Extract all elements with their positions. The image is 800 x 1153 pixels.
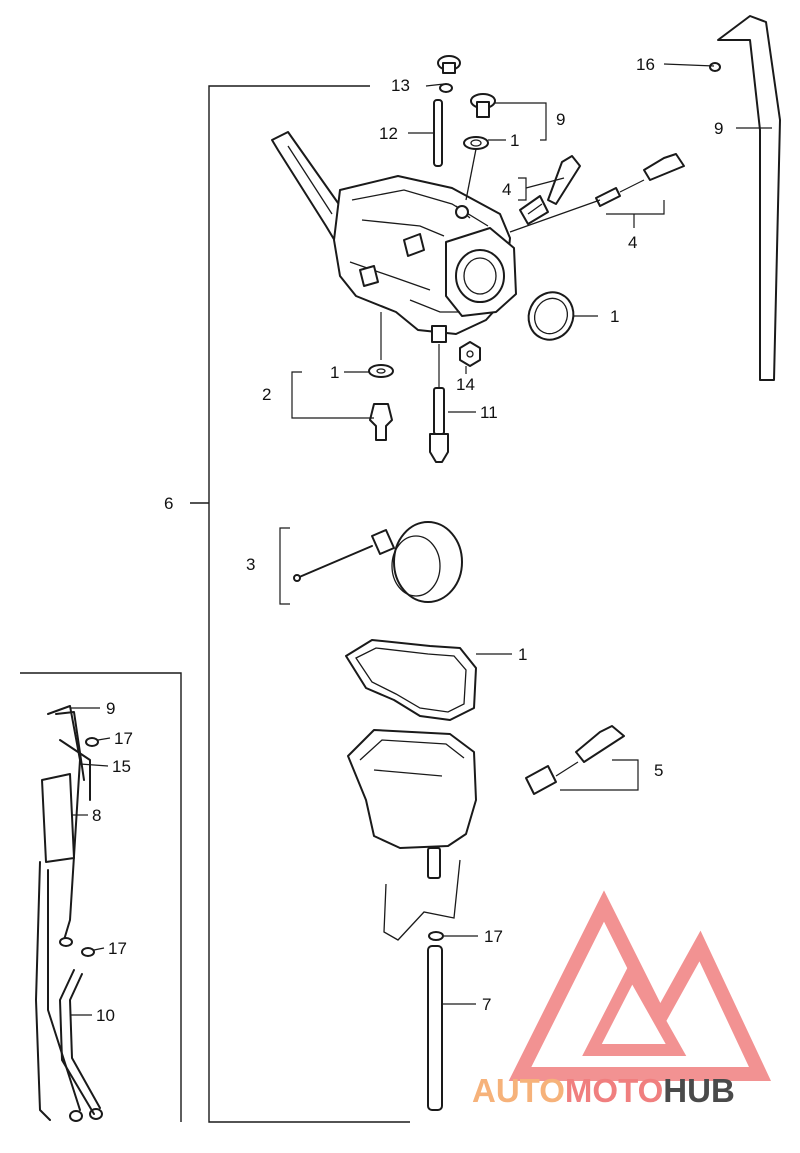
left-hose-assembly — [35, 705, 103, 1122]
automotohub-logo — [508, 890, 772, 1081]
float-bowl — [347, 725, 625, 941]
callout-4-left: 4 — [502, 180, 511, 199]
callout-1-gasket: 1 — [518, 645, 527, 664]
callout-17-left-bottom: 17 — [108, 939, 127, 958]
leader-lines — [70, 63, 772, 1016]
air-screw-group — [509, 153, 685, 233]
callout-7: 7 — [482, 995, 491, 1014]
needle-jet-group — [429, 341, 481, 463]
logo-word-hub: HUB — [663, 1072, 735, 1109]
tubes — [427, 15, 781, 1111]
assembly-frame — [20, 85, 410, 1123]
callout-11: 11 — [480, 403, 498, 422]
callout-9-top: 9 — [556, 110, 565, 129]
callout-5: 5 — [654, 761, 663, 780]
callout-13: 13 — [391, 76, 410, 95]
logo-text: AUTOMOTOHUB — [472, 1072, 735, 1109]
callout-6: 6 — [164, 494, 173, 513]
callout-4-right: 4 — [628, 233, 637, 252]
callout-2: 2 — [262, 385, 271, 404]
logo-triangle-outer — [508, 890, 772, 1081]
logo-word-auto: AUTO — [472, 1072, 565, 1109]
o-ring-intake — [527, 291, 575, 341]
callout-15: 15 — [112, 757, 131, 776]
callout-10: 10 — [96, 1006, 115, 1025]
callout-1-top: 1 — [510, 131, 519, 150]
callout-1-washer: 1 — [330, 363, 339, 382]
callout-9-tube: 9 — [714, 119, 723, 138]
callout-3: 3 — [246, 555, 255, 574]
callout-16: 16 — [636, 55, 655, 74]
callout-1-oring: 1 — [610, 307, 619, 326]
callout-8: 8 — [92, 806, 101, 825]
main-jet-group — [368, 312, 394, 441]
float-assembly — [293, 521, 463, 603]
callout-9-left: 9 — [106, 699, 115, 718]
callout-17-right: 17 — [484, 927, 503, 946]
float-bowl-gasket — [345, 639, 477, 721]
callout-17-left-top: 17 — [114, 729, 133, 748]
callout-labels: 13 12 9 1 4 4 16 9 1 1 2 14 11 6 3 1 5 1… — [92, 55, 723, 1025]
logo-triangle-inner — [582, 959, 687, 1056]
carburetor-body — [271, 131, 517, 343]
top-parts — [433, 55, 496, 201]
callout-14: 14 — [456, 375, 475, 394]
callout-12: 12 — [379, 124, 398, 143]
logo-word-moto: MOTO — [565, 1072, 663, 1109]
